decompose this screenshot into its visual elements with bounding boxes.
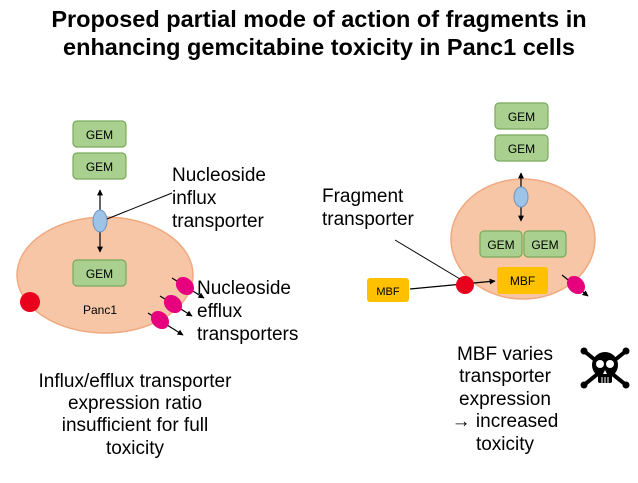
fragment-callout-line <box>394 239 461 280</box>
left-gem-inside-box <box>72 259 127 287</box>
fragment-label-line-1: Fragment <box>322 186 404 207</box>
right-caption-line-3: expression <box>459 388 551 410</box>
efflux-transporter-3 <box>150 310 170 330</box>
skull-crossbones-icon <box>580 347 630 389</box>
right-gem-inside-box-1 <box>479 230 523 258</box>
mbf-outside-box <box>367 278 409 302</box>
left-gem-box-2 <box>72 152 127 180</box>
title-line-1: Proposed partial mode of action of fragm… <box>51 6 587 32</box>
right-caption-line-5: toxicity <box>475 433 535 455</box>
right-panel: GEM GEM GEM GEM MBF MBF <box>367 102 630 389</box>
left-red-transporter <box>20 292 40 312</box>
right-efflux-transporter <box>566 275 586 295</box>
mbf-transport-arrow <box>409 278 496 290</box>
title-line-2: enhancing gemcitabine toxicity in Panc1 … <box>63 34 575 60</box>
efflux-transporter-1 <box>175 276 195 296</box>
efflux-transporter-2 <box>163 294 183 314</box>
right-caption-line-2: transporter <box>459 366 551 388</box>
fragment-transporter-shape <box>456 276 474 294</box>
left-panel: GEM GEM GEM Panc1 <box>16 120 205 336</box>
right-caption-line-4: → increased <box>451 411 559 433</box>
efflux-transporters-label: Nucleoside efflux transporters <box>197 278 298 346</box>
panc1-label: Panc1 <box>83 303 117 317</box>
left-gem-inside-label: GEM <box>86 267 113 281</box>
fragment-label-line-2: transporter <box>322 208 414 230</box>
mbf-outside-label: MBF <box>376 286 400 298</box>
right-gem-inside-box-2 <box>523 230 567 258</box>
right-influx-transporter <box>513 186 529 208</box>
right-caption-line-1: MBF varies <box>456 344 554 365</box>
influx-callout-line <box>106 192 173 220</box>
right-gem-box-2 <box>494 134 549 162</box>
left-caption-line-4: toxicity <box>105 437 165 459</box>
right-gem-inside-label-2: GEM <box>531 238 558 252</box>
influx-transporter-label: Nucleoside influx transporter <box>172 165 266 233</box>
right-caption: MBF varies transporter expression → incr… <box>420 344 590 456</box>
left-caption-line-1: Influx/efflux transporter <box>38 371 232 392</box>
right-gem-label-2: GEM <box>508 142 535 156</box>
left-gem-label-2: GEM <box>86 160 113 174</box>
influx-label-line-3: transporter <box>172 210 264 232</box>
right-gem-box-1 <box>494 102 549 130</box>
influx-label-line-1: Nucleoside <box>172 165 266 186</box>
left-caption-line-2: expression ratio <box>67 393 203 415</box>
mbf-inside-box <box>497 267 548 294</box>
mbf-inside-label: MBF <box>510 274 535 288</box>
efflux-label-line-2: efflux <box>197 300 243 322</box>
influx-transporter-shape <box>92 209 108 233</box>
left-caption: Influx/efflux transporter expression rat… <box>0 371 270 460</box>
left-gem-box-1 <box>72 120 127 148</box>
efflux-label-line-1: Nucleoside <box>197 278 291 299</box>
right-gem-label-1: GEM <box>508 110 535 124</box>
left-caption-line-3: insufficient for full <box>61 415 209 437</box>
fragment-transporter-label: Fragment transporter <box>322 186 414 232</box>
influx-label-line-2: influx <box>172 187 217 209</box>
right-gem-inside-label-1: GEM <box>487 238 514 252</box>
left-gem-label-1: GEM <box>86 128 113 142</box>
efflux-label-line-3: transporters <box>197 323 299 345</box>
